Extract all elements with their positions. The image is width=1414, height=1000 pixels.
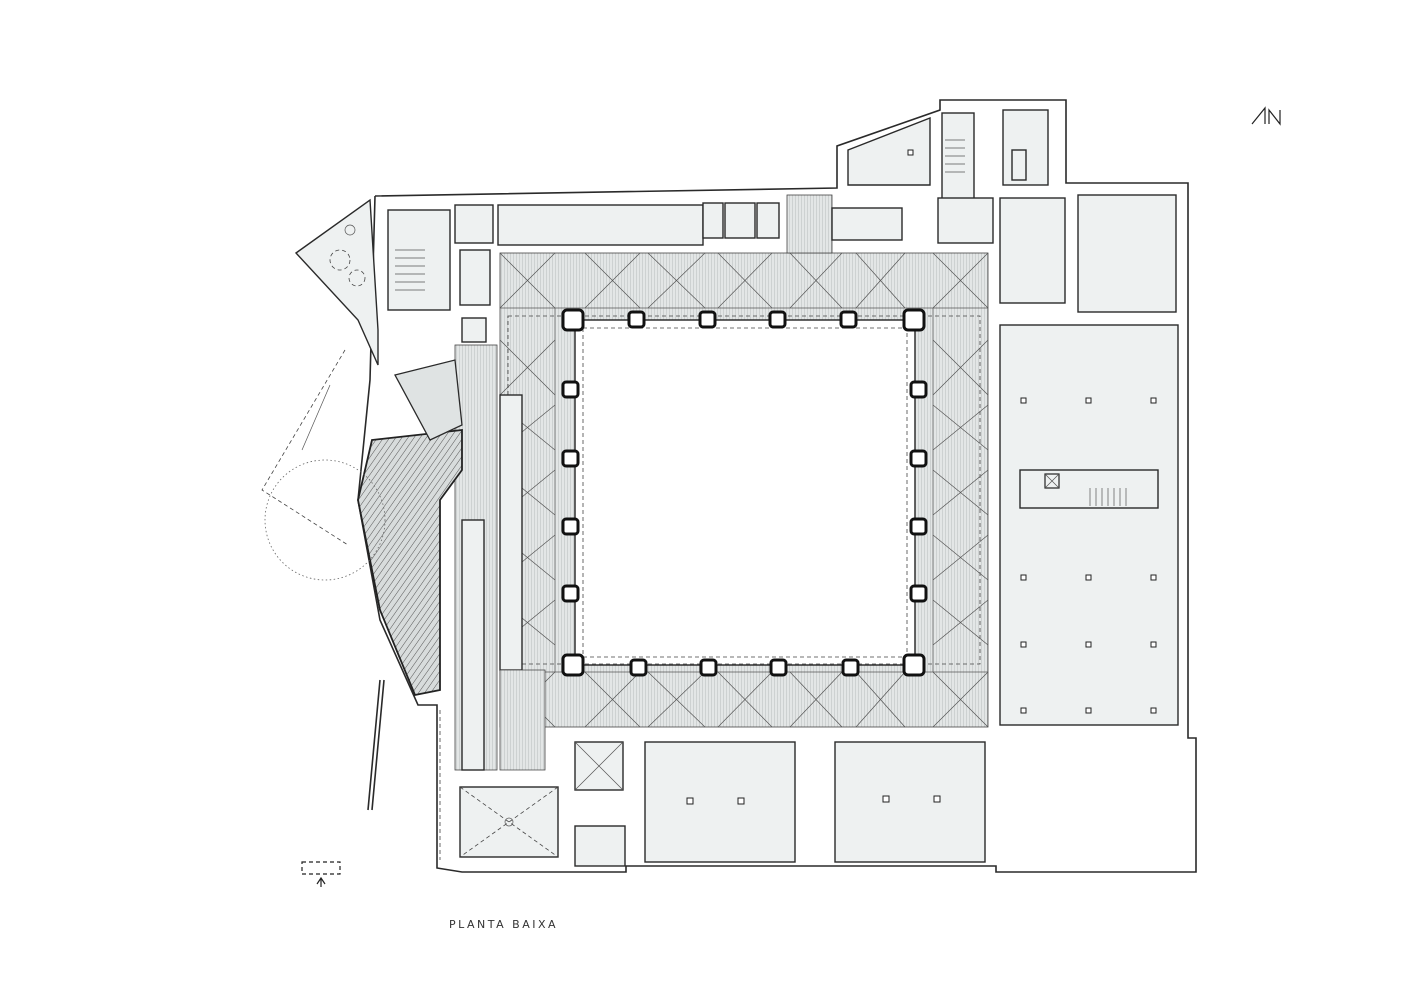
courtyard-pillars	[561, 308, 928, 677]
north-wing	[387, 194, 903, 343]
drawing-title: PLANTA BAIXA	[449, 918, 559, 931]
east-hall	[999, 324, 1179, 726]
north-arrow-icon	[1251, 106, 1281, 126]
building-outline	[357, 99, 1197, 873]
west-wing	[357, 344, 546, 771]
hall-columns	[1020, 397, 1157, 714]
northwest-terrace	[261, 198, 441, 860]
entrance-marker-icon	[301, 861, 341, 887]
south-wing	[459, 741, 986, 867]
northeast-annex	[847, 109, 1177, 313]
cloister-gallery	[499, 252, 989, 728]
